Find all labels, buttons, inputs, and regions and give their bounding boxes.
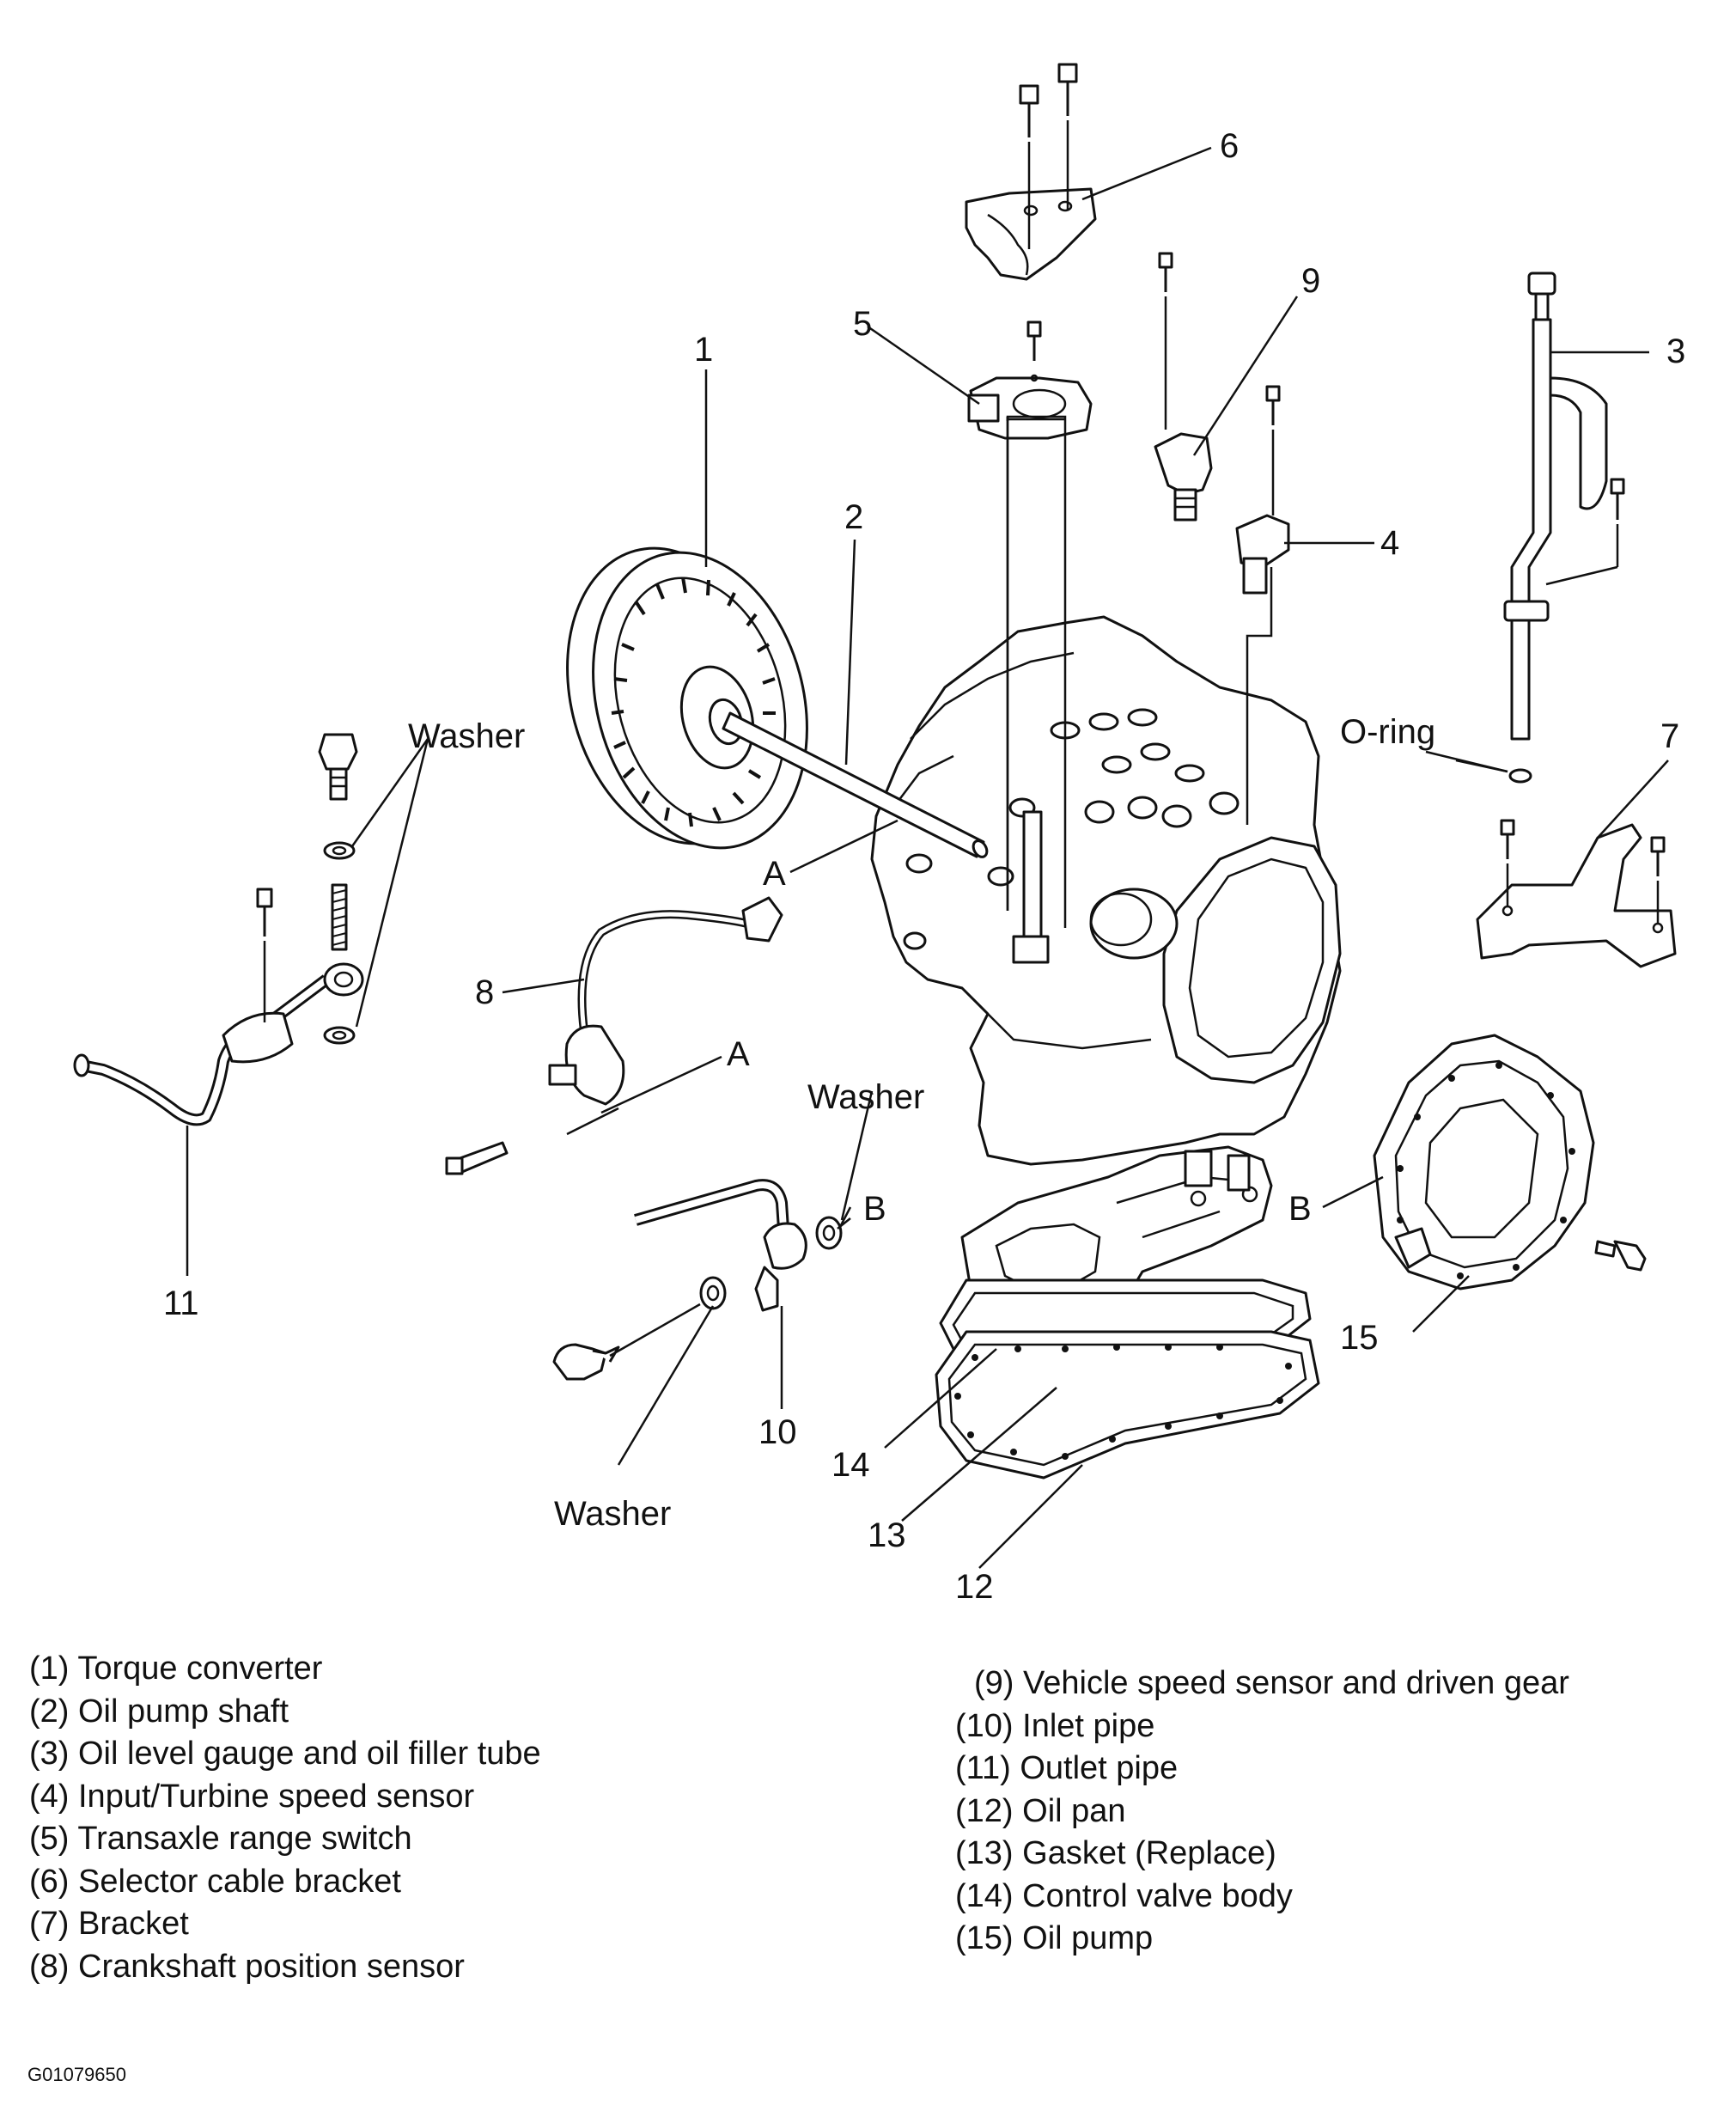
legend-right: (9) Vehicle speed sensor and driven gear… — [955, 1663, 1569, 1961]
bracket — [1476, 819, 1677, 968]
callout-11: 11 — [163, 1284, 199, 1322]
callout-9: 9 — [1301, 262, 1320, 300]
legend-item-13: (13) Gasket (Replace) — [955, 1835, 1276, 1871]
crankshaft-position-sensor — [445, 896, 783, 1175]
callout-12: 12 — [955, 1568, 994, 1606]
point-b-left: B — [863, 1190, 886, 1228]
legend-item-3: (3) Oil level gauge and oil filler tube — [29, 1736, 541, 1772]
callout-2: 2 — [844, 498, 863, 536]
manual-shaft — [1022, 810, 1043, 951]
transaxle-case — [870, 615, 1342, 1166]
legend-item-14: (14) Control valve body — [955, 1877, 1293, 1914]
washer-label-mid: Washer — [807, 1078, 924, 1116]
callout-labels: 1 2 3 4 5 6 7 8 9 10 11 12 13 14 15 Wash… — [163, 127, 1685, 1606]
callout-5: 5 — [853, 305, 872, 343]
o-ring — [1508, 768, 1532, 784]
callout-8: 8 — [475, 973, 494, 1011]
selector-cable-bracket — [965, 63, 1097, 281]
callout-6: 6 — [1220, 127, 1239, 165]
callout-4: 4 — [1380, 524, 1399, 562]
figure-id: G01079650 — [27, 2064, 126, 2085]
legend-item-5: (5) Transaxle range switch — [29, 1821, 412, 1857]
legend-item-4: (4) Input/Turbine speed sensor — [29, 1778, 475, 1815]
legend-item-7: (7) Bracket — [29, 1906, 189, 1942]
washer-label-top: Washer — [408, 717, 525, 755]
callout-3: 3 — [1666, 333, 1685, 370]
legend-left: (1) Torque converter (2) Oil pump shaft … — [29, 1648, 541, 1988]
transaxle-exploded-view: 1 2 3 4 5 6 7 8 9 10 11 12 13 14 15 Wash… — [73, 63, 1685, 1606]
legend-item-11: (11) Outlet pipe — [955, 1750, 1179, 1786]
oil-level-gauge-filler-tube — [1503, 272, 1625, 741]
vehicle-speed-sensor — [1154, 252, 1213, 522]
shaft-detent — [1012, 935, 1050, 964]
legend-item-8: (8) Crankshaft position sensor — [29, 1948, 465, 1985]
outlet-pipe — [73, 733, 364, 1126]
oil-pump-shaft — [722, 711, 989, 858]
point-a-lower: A — [727, 1035, 750, 1073]
torque-converter — [566, 546, 808, 850]
legend-item-2: (2) Oil pump shaft — [29, 1693, 289, 1730]
legend-item-10: (10) Inlet pipe — [955, 1707, 1155, 1744]
point-b-right: B — [1288, 1190, 1312, 1228]
legend-item-12: (12) Oil pan — [955, 1792, 1126, 1829]
callout-13: 13 — [868, 1516, 906, 1554]
o-ring-label: O-ring — [1340, 713, 1435, 751]
legend-item-15: (15) Oil pump — [955, 1920, 1154, 1956]
legend-item-1: (1) Torque converter — [29, 1650, 323, 1687]
washer-label-bottom: Washer — [554, 1495, 671, 1533]
range-switch-shaft-guide — [1006, 415, 1067, 421]
case-bosses — [903, 708, 1240, 950]
b-left-leader — [838, 1206, 852, 1228]
input-turbine-speed-sensor — [1235, 385, 1290, 825]
point-a-upper: A — [763, 855, 786, 893]
inlet-pipe — [552, 1179, 843, 1381]
callout-7: 7 — [1660, 717, 1679, 755]
callout-leaders — [186, 146, 1669, 1569]
legend-item-6: (6) Selector cable bracket — [29, 1863, 401, 1900]
oil-pump — [1373, 1034, 1647, 1290]
callout-15: 15 — [1340, 1319, 1379, 1357]
oil-pan — [935, 1330, 1320, 1480]
callout-10: 10 — [758, 1413, 797, 1451]
callout-1: 1 — [694, 331, 713, 369]
transaxle-range-switch — [967, 320, 1093, 928]
callout-14: 14 — [831, 1446, 870, 1484]
legend-item-9: (9) Vehicle speed sensor and driven gear — [974, 1665, 1569, 1701]
